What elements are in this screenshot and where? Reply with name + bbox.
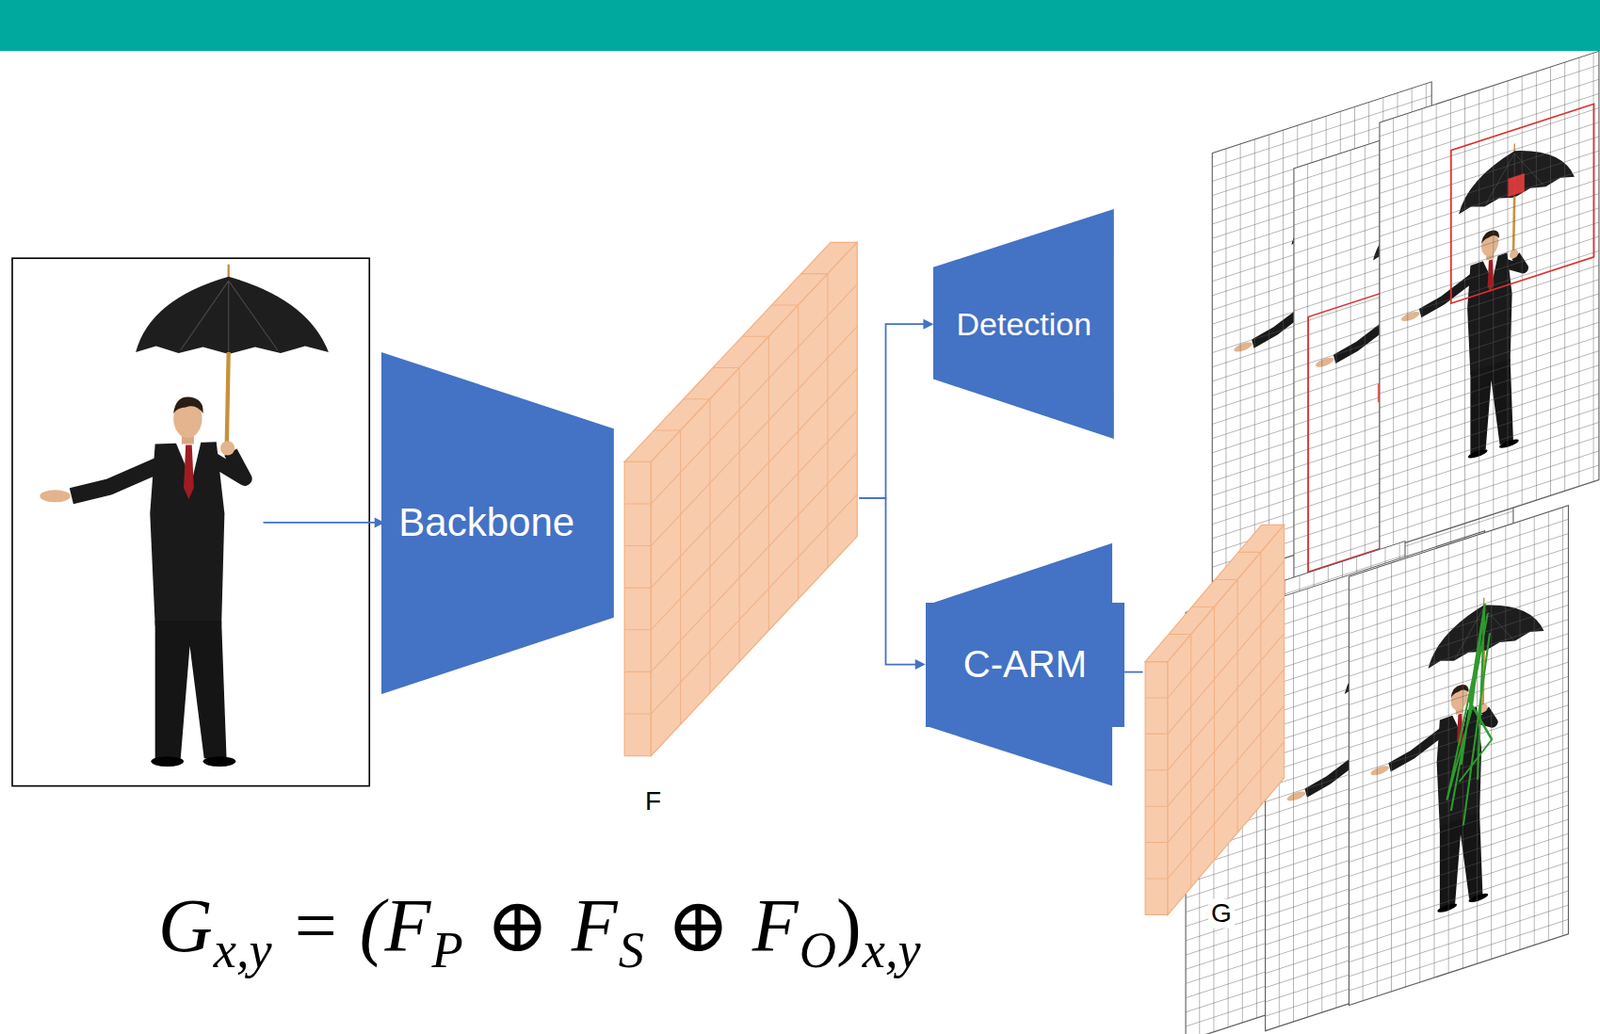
slab-face (650, 242, 857, 756)
relation-graph (1446, 601, 1492, 831)
input-arrow (263, 521, 376, 524)
connector-line (1124, 671, 1144, 674)
connector (858, 319, 934, 499)
slab-face (1167, 524, 1285, 915)
connector-line (858, 498, 917, 665)
feature-map: G (1143, 520, 1287, 920)
subscript: S (618, 922, 645, 980)
formula-symbol: ⊕ (666, 884, 730, 968)
subscript: x,y (213, 922, 273, 980)
formula-symbol: F (571, 884, 618, 968)
backbone-encoder: Backbone (381, 352, 615, 695)
subscript: P (431, 922, 463, 980)
slab-grid (1145, 551, 1284, 888)
block-label: Detection (956, 306, 1093, 343)
slab-grid (624, 273, 857, 725)
block-label: Backbone (398, 500, 575, 546)
formula-symbol: G (158, 884, 213, 968)
subscript: x,y (862, 922, 922, 980)
formula-symbol: F (752, 884, 799, 968)
subscript: O (799, 922, 837, 980)
arrow-head (922, 319, 934, 330)
panel-ground (1379, 50, 1600, 551)
center-cell (1507, 173, 1524, 197)
slab-shape (1143, 520, 1287, 920)
arrow-head (915, 659, 926, 670)
grid-panel (1348, 505, 1568, 1006)
header-bar (0, 0, 1600, 51)
slab-side (1145, 661, 1168, 915)
formula-symbol: ⊕ (485, 884, 550, 968)
slab-shape (622, 238, 859, 760)
block-fill (381, 352, 615, 695)
connector (858, 498, 925, 670)
panel-ground (1348, 505, 1568, 1006)
connector-line (858, 323, 925, 499)
block-fill (933, 209, 1115, 439)
block-label: C-ARM (963, 643, 1087, 686)
grid-panel (1379, 50, 1600, 551)
grid (1379, 50, 1600, 551)
formula: Gx,y=(FP⊕FS⊕FO)x,y (158, 884, 922, 968)
detection-head: Detection (933, 209, 1115, 439)
formula-symbol: (F (359, 884, 432, 968)
grid (1348, 505, 1568, 1006)
slab-side (624, 461, 651, 756)
connector (1124, 671, 1144, 673)
carm-module: C-ARM (925, 602, 1125, 728)
formula-symbol: ) (836, 884, 862, 968)
bounding-box (1451, 103, 1595, 304)
formula-symbol: = (294, 884, 338, 968)
feature-map: F (622, 238, 859, 760)
feature-label: G (1208, 899, 1235, 929)
photo (39, 264, 329, 767)
feature-label: F (642, 786, 664, 816)
